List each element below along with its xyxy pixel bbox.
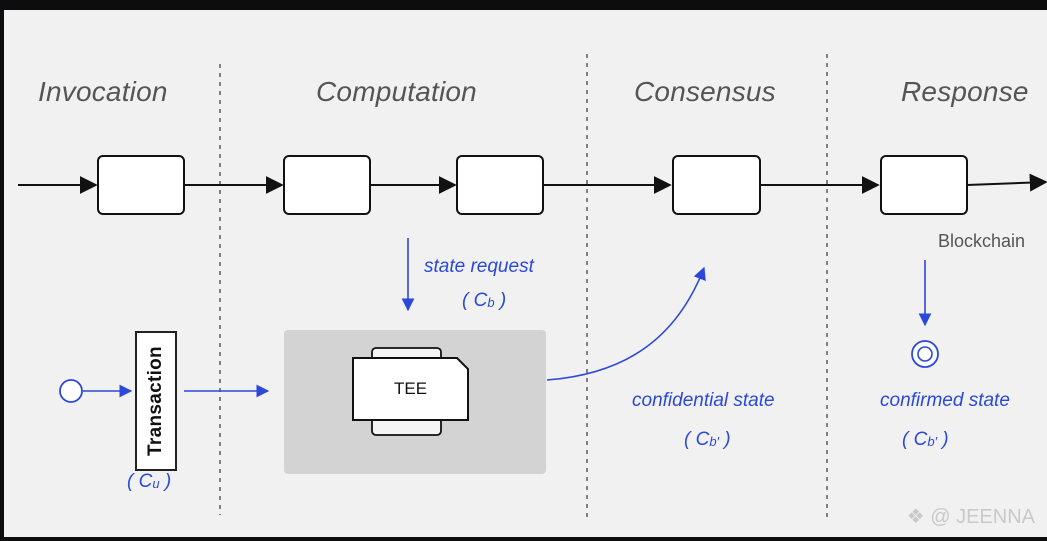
confirmed-state-var: ( Cb′ )	[902, 429, 949, 450]
phase-consensus: Consensus	[634, 76, 776, 107]
block-3	[456, 155, 544, 215]
watermark-text: @ JEENNA	[930, 506, 1035, 528]
confidential-state-label: confidential state	[632, 390, 775, 411]
phase-response: Response	[901, 76, 1029, 107]
phase-invocation: Invocation	[38, 76, 168, 107]
phase-computation: Computation	[316, 76, 477, 107]
confirmed-inner-circle	[917, 346, 933, 362]
block-4	[672, 155, 761, 215]
diagram-canvas: Invocation Computation Consensus Respons…	[4, 10, 1047, 537]
block-5	[880, 155, 968, 215]
block-2	[283, 155, 371, 215]
invocation-circle-icon	[59, 379, 83, 403]
confidential-state-var: ( Cb′ )	[684, 429, 731, 450]
confirmed-state-label: confirmed state	[880, 390, 1010, 411]
state-request-var: ( Cb )	[462, 290, 507, 311]
blockchain-label: Blockchain	[938, 231, 1026, 251]
transaction-box: Transaction	[135, 331, 177, 471]
state-request-label: state request	[424, 256, 534, 277]
confidential-state-curve	[546, 266, 706, 381]
watermark: ❖ @ JEENNA	[907, 504, 1035, 529]
watermark-logo-icon: ❖	[906, 506, 925, 528]
tee-label: TEE	[393, 379, 428, 398]
block-1	[97, 155, 185, 215]
tee-chip-front	[352, 357, 469, 421]
transaction-var: ( Cu )	[127, 471, 172, 492]
chain-arrow-6	[966, 173, 1047, 192]
diagram-graphics	[18, 54, 1047, 522]
